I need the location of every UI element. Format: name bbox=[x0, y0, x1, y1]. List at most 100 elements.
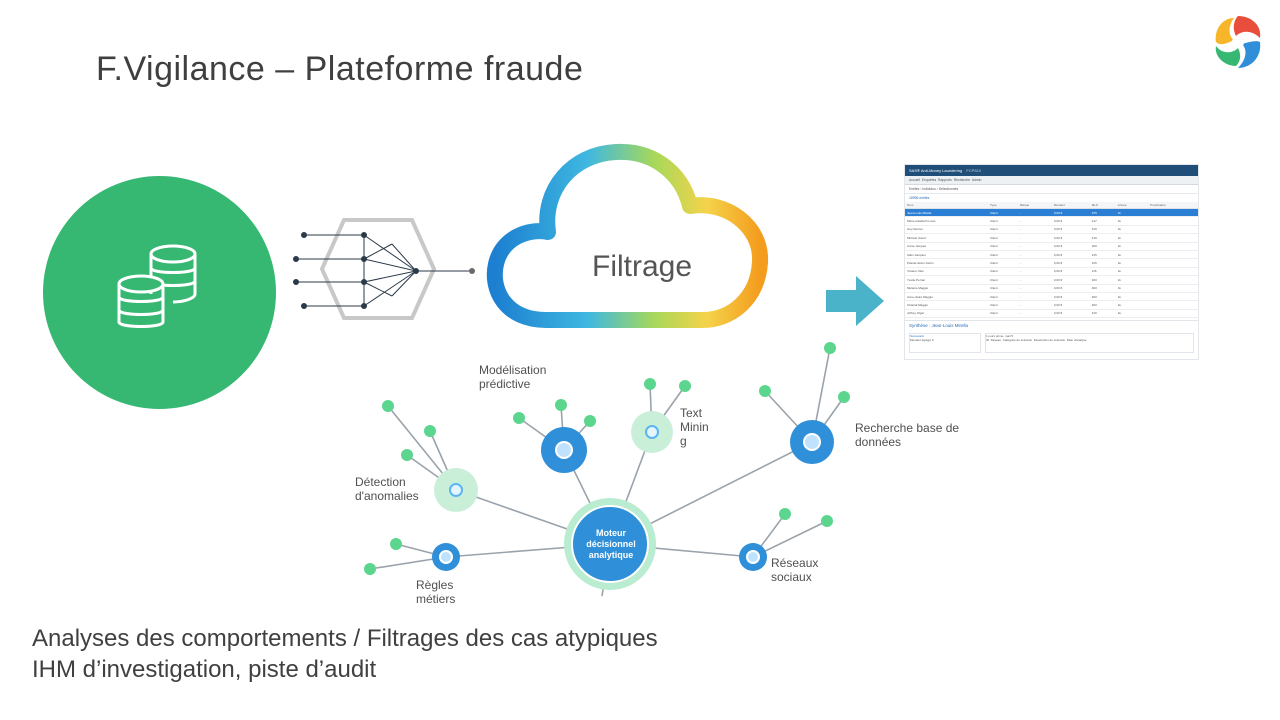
table-cell-mls: 375 bbox=[1089, 208, 1116, 218]
decision-engine-label: Moteur décisionnel analytique bbox=[586, 528, 636, 560]
table-cell-year: 1k bbox=[1115, 300, 1149, 310]
table-cell-risk: - bbox=[1017, 275, 1052, 285]
table-cell-amount: 0,00 € bbox=[1051, 242, 1090, 251]
breadcrumb-item[interactable]: Sélectionnés bbox=[938, 187, 959, 191]
aggregate-label: Montant agrégé bbox=[910, 338, 932, 343]
scenario-col: Description du scénario bbox=[1033, 338, 1066, 343]
app-nav-bar: Accueil Enquêtes Rapports Recherche Admi… bbox=[905, 176, 1198, 185]
table-cell-type: Client bbox=[988, 284, 1018, 293]
column-header[interactable]: MLS bbox=[1089, 202, 1116, 209]
data-source-circle bbox=[43, 176, 276, 409]
table-cell-name: Annie Jacquet bbox=[905, 242, 989, 251]
nav-item[interactable]: Admin bbox=[971, 178, 982, 182]
table-cell-name: Jean-Louis Mirella bbox=[905, 208, 989, 218]
nav-item[interactable]: Recherche bbox=[953, 178, 971, 182]
table-cell-mls: 315 bbox=[1089, 258, 1116, 268]
column-header[interactable]: Risque bbox=[1017, 202, 1052, 209]
table-cell-amount: 0,00 € bbox=[1051, 258, 1090, 268]
nav-item[interactable]: Rapports bbox=[938, 178, 952, 182]
table-cell-name: Chantal Maggio bbox=[905, 300, 989, 310]
table-cell-owner bbox=[1148, 267, 1198, 277]
table-cell-year: 1k bbox=[1115, 233, 1149, 243]
table-cell-name: Yvette Perran bbox=[905, 275, 989, 285]
app-title-bar: SAS® Anti-Money Laundering FCP810 bbox=[905, 165, 1198, 176]
nav-item[interactable]: Enquêtes bbox=[921, 178, 937, 182]
table-cell-mls: 415 bbox=[1089, 309, 1116, 319]
table-cell-year: 1k bbox=[1115, 208, 1149, 218]
table-cell-amount: 0,00 € bbox=[1051, 284, 1090, 293]
table-cell-owner bbox=[1148, 275, 1198, 285]
bottom-line-1: Analyses des comportements / Filtrages d… bbox=[32, 625, 658, 652]
slide-title: F.Vigilance – Plateforme fraude bbox=[96, 50, 584, 88]
table-cell-mls: 400 bbox=[1089, 275, 1116, 285]
table-cell-amount: 0,00 € bbox=[1051, 300, 1090, 310]
table-cell-year: 1k bbox=[1115, 267, 1149, 277]
label-text-mining: Text Mining bbox=[680, 406, 709, 448]
analytics-network-diagram bbox=[364, 342, 850, 597]
label-regles: Règles métiers bbox=[416, 578, 456, 606]
column-header[interactable]: Montant bbox=[1051, 202, 1090, 209]
table-cell-owner bbox=[1148, 250, 1198, 260]
breadcrumb: Entités › Individus › Sélectionnés bbox=[905, 185, 1198, 194]
column-header[interactable]: Type bbox=[988, 202, 1018, 209]
column-header[interactable]: Nom bbox=[905, 202, 989, 209]
table-cell-owner bbox=[1148, 216, 1198, 226]
table-cell-mls: 400 bbox=[1089, 284, 1116, 293]
table-cell-risk: - bbox=[1017, 208, 1052, 218]
breadcrumb-item[interactable]: Individus bbox=[922, 187, 936, 191]
table-cell-year: 1k bbox=[1115, 275, 1149, 285]
entity-count: 18996 entités bbox=[909, 196, 930, 200]
table-cell-mls: 200 bbox=[1089, 242, 1116, 251]
table-cell-type: Client bbox=[988, 300, 1018, 310]
table-cell-year: 1k bbox=[1115, 309, 1149, 319]
table-cell-name: Joffrey Olgar bbox=[905, 309, 989, 319]
column-header[interactable]: Propriétaire bbox=[1148, 202, 1198, 209]
column-header[interactable]: Annee bbox=[1115, 202, 1149, 209]
nav-item[interactable]: Accueil bbox=[909, 178, 920, 182]
table-cell-risk: - bbox=[1017, 284, 1052, 293]
aggregate-value: 0 bbox=[931, 338, 934, 343]
table-cell-name: Michele Kienzi bbox=[905, 233, 989, 243]
table-cell-mls: 417 bbox=[1089, 216, 1116, 226]
table-cell-owner bbox=[1148, 309, 1198, 319]
table-cell-risk: - bbox=[1017, 216, 1052, 226]
table-cell-owner bbox=[1148, 258, 1198, 268]
scenario-panel: 1 jours prime, mail 5 ID Réseau Catégori… bbox=[985, 333, 1194, 354]
table-cell-type: Client bbox=[988, 233, 1018, 243]
table-cell-year: 1k bbox=[1115, 225, 1149, 235]
table-cell-owner bbox=[1148, 208, 1198, 218]
breadcrumb-item[interactable]: Entités bbox=[909, 187, 920, 191]
table-cell-mls: 400 bbox=[1089, 300, 1116, 310]
synthesis-header: Synthèse : Jean-Louis Mirella bbox=[905, 320, 1198, 331]
scenario-col: ID bbox=[986, 338, 989, 343]
table-cell-risk: - bbox=[1017, 233, 1052, 243]
table-cell-mls: 415 bbox=[1089, 225, 1116, 235]
synthesis-panels: Scorecard Montant agrégé 0 1 jours prime… bbox=[905, 331, 1198, 355]
database-icon bbox=[117, 244, 197, 328]
bottom-line-2: IHM d’investigation, piste d’audit bbox=[32, 656, 377, 683]
label-recherche: Recherche base de données bbox=[855, 421, 960, 449]
table-cell-type: Client bbox=[988, 275, 1018, 285]
scenario-col: Date d'analyse bbox=[1066, 338, 1087, 343]
scorecard-panel: Scorecard Montant agrégé 0 bbox=[909, 333, 981, 354]
company-logo bbox=[1215, 16, 1261, 68]
table-cell-type: Client bbox=[988, 267, 1018, 277]
table-cell-type: Client bbox=[988, 242, 1018, 251]
table-cell-name: Marie-elisabeth Louis bbox=[905, 216, 989, 226]
table-cell-type: Client bbox=[988, 309, 1018, 319]
table-cell-type: Client bbox=[988, 225, 1018, 235]
